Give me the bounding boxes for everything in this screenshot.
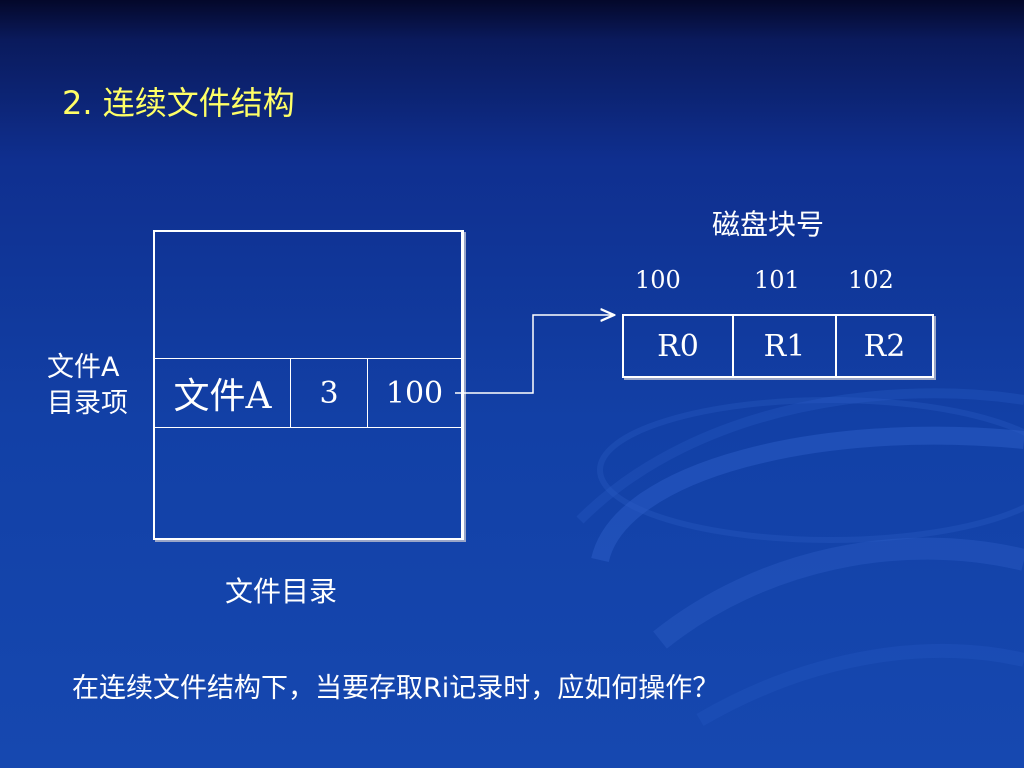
slide-title: 2. 连续文件结构 <box>62 84 295 122</box>
question-text: 在连续文件结构下，当要存取Ri记录时，应如何操作？ <box>72 673 720 704</box>
block-number-1: 101 <box>754 266 800 294</box>
disk-record-2: R2 <box>863 328 906 364</box>
disk-block-caption: 磁盘块号 <box>712 208 825 241</box>
block-number-0: 100 <box>635 266 681 294</box>
disk-blocks-table: R0 R1 R2 <box>622 314 934 378</box>
entry-start-block: 100 <box>385 375 444 411</box>
directory-caption: 文件目录 <box>225 575 338 608</box>
disk-record-0: R0 <box>624 316 734 376</box>
entry-file-name: 文件A <box>155 359 291 427</box>
directory-entry-row: 文件A 3 100 <box>155 358 461 428</box>
entry-file-length: 3 <box>291 359 368 427</box>
disk-record-1: R1 <box>734 316 837 376</box>
block-number-2: 102 <box>848 266 894 294</box>
file-directory-box: 文件A 3 100 <box>153 230 464 540</box>
directory-entry-label-line2: 目录项 <box>47 388 128 419</box>
directory-entry-label-line1: 文件A <box>47 352 120 383</box>
directory-entry-label: 文件A 目录项 <box>47 350 128 422</box>
